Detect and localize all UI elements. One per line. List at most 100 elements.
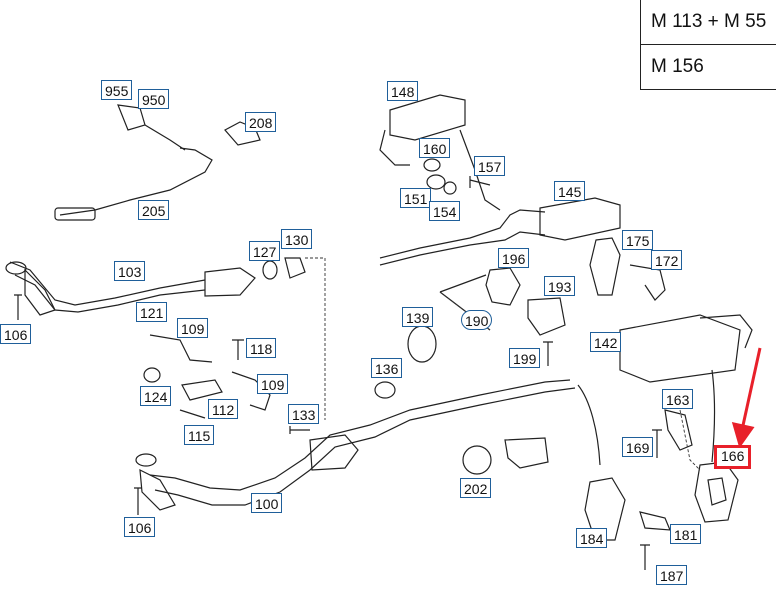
catalyst-103 (204, 267, 256, 297)
callout-193: 193 (544, 276, 576, 296)
callout-109-upper: 109 (177, 318, 209, 338)
engine-reference-table: M 113 + M 55 M 156 (640, 0, 776, 90)
callout-196: 196 (498, 248, 530, 268)
main-pipe-100-lower (154, 387, 576, 506)
wrench-symbol (462, 445, 492, 475)
callout-130: 130 (281, 229, 313, 249)
rear-pipe-lower (379, 231, 546, 266)
callout-160: 160 (419, 138, 451, 158)
leader-130 (305, 257, 326, 420)
rear-muffler-142 (619, 314, 741, 383)
callout-169: 169 (622, 437, 654, 457)
callout-100: 100 (251, 493, 283, 513)
front-pipe-103 (9, 261, 206, 306)
pipe-148-down (459, 129, 501, 211)
manifold-cat-left (24, 268, 56, 316)
rear-muffler-tip (699, 314, 753, 349)
callout-106-top: 106 (0, 324, 32, 344)
hanger-175 (589, 237, 621, 296)
hanger-166 (694, 461, 739, 523)
callout-955: 955 (101, 80, 133, 100)
hanger-196 (485, 267, 521, 306)
bolt-133 (289, 426, 310, 434)
main-pipe-100 (149, 379, 571, 491)
callout-142: 142 (590, 332, 622, 352)
muffler-145 (539, 197, 621, 241)
bracket-172 (629, 264, 666, 301)
hanger-184 (584, 477, 626, 541)
callout-181: 181 (670, 524, 702, 544)
callout-157: 157 (474, 156, 506, 176)
bracket-193 (527, 297, 566, 336)
callout-154: 154 (429, 201, 461, 221)
callout-133: 133 (288, 404, 320, 424)
callout-121: 121 (136, 302, 168, 322)
callout-172: 172 (651, 250, 683, 270)
catalyst-100 (309, 434, 359, 471)
callout-205: 205 (138, 200, 170, 220)
callout-950: 950 (138, 89, 170, 109)
flange-100 (135, 453, 157, 467)
muffler-148 (389, 94, 466, 141)
callout-199: 199 (509, 348, 541, 368)
callout-184: 184 (576, 528, 608, 548)
callout-208: 208 (245, 112, 277, 132)
callout-202: 202 (460, 478, 492, 498)
bolt-118 (232, 339, 244, 360)
mount-112 (181, 379, 223, 401)
bolt-199 (543, 341, 553, 366)
callout-124: 124 (140, 386, 172, 406)
flange-left (5, 261, 27, 275)
callout-103: 103 (114, 261, 146, 281)
highlight-arrow (731, 347, 762, 449)
ring-151 (426, 174, 446, 190)
callout-127: 127 (249, 241, 281, 261)
bracket-109a (149, 334, 213, 363)
callout-136: 136 (371, 358, 403, 378)
callout-139: 139 (402, 307, 434, 327)
callout-151: 151 (400, 188, 432, 208)
callout-115: 115 (184, 425, 215, 445)
callout-187: 187 (656, 565, 688, 585)
callout-148: 148 (387, 81, 419, 101)
callout-145: 145 (554, 181, 586, 201)
rear-pipe (379, 209, 546, 259)
bracket-163 (664, 409, 693, 451)
oxygen-sensor-body (54, 207, 96, 221)
arrow-to-166 (711, 369, 716, 463)
front-pipe-103-lower (14, 274, 206, 313)
bolt-187 (640, 544, 650, 570)
clip-208 (224, 121, 261, 146)
callout-166-highlighted: 166 (714, 445, 752, 469)
gasket-127 (262, 260, 278, 280)
sensor-connector-lead (144, 124, 186, 151)
bolt-169 (652, 429, 662, 458)
ring-160 (423, 158, 441, 172)
engine-row-1: M 113 + M 55 (651, 11, 767, 32)
bracket-202 (504, 437, 549, 469)
hanger-166-hole (707, 477, 727, 506)
callout-109-lower: 109 (257, 374, 289, 394)
callout-118: 118 (246, 338, 277, 358)
bracket-181 (639, 511, 671, 531)
callout-106-bottom: 106 (124, 517, 156, 537)
callout-190: 190 (461, 310, 493, 330)
clamp-139 (407, 325, 437, 363)
callout-112: 112 (208, 399, 239, 419)
callout-175: 175 (622, 230, 654, 250)
arrow-to-184 (577, 384, 601, 466)
leader-163 (679, 409, 701, 471)
engine-row-2: M 156 (641, 44, 776, 89)
clamp-115 (179, 409, 206, 419)
bolt-106-top (14, 294, 22, 320)
oxygen-sensor-cable (59, 147, 213, 216)
ring-154 (443, 181, 457, 195)
callout-163: 163 (662, 389, 694, 409)
pipe-148 (379, 129, 410, 166)
rubber-136 (374, 381, 396, 399)
bolt-157 (469, 176, 491, 188)
rubber-124 (143, 367, 161, 383)
bolt-106-bottom (134, 487, 142, 515)
clamp-130 (284, 257, 306, 279)
